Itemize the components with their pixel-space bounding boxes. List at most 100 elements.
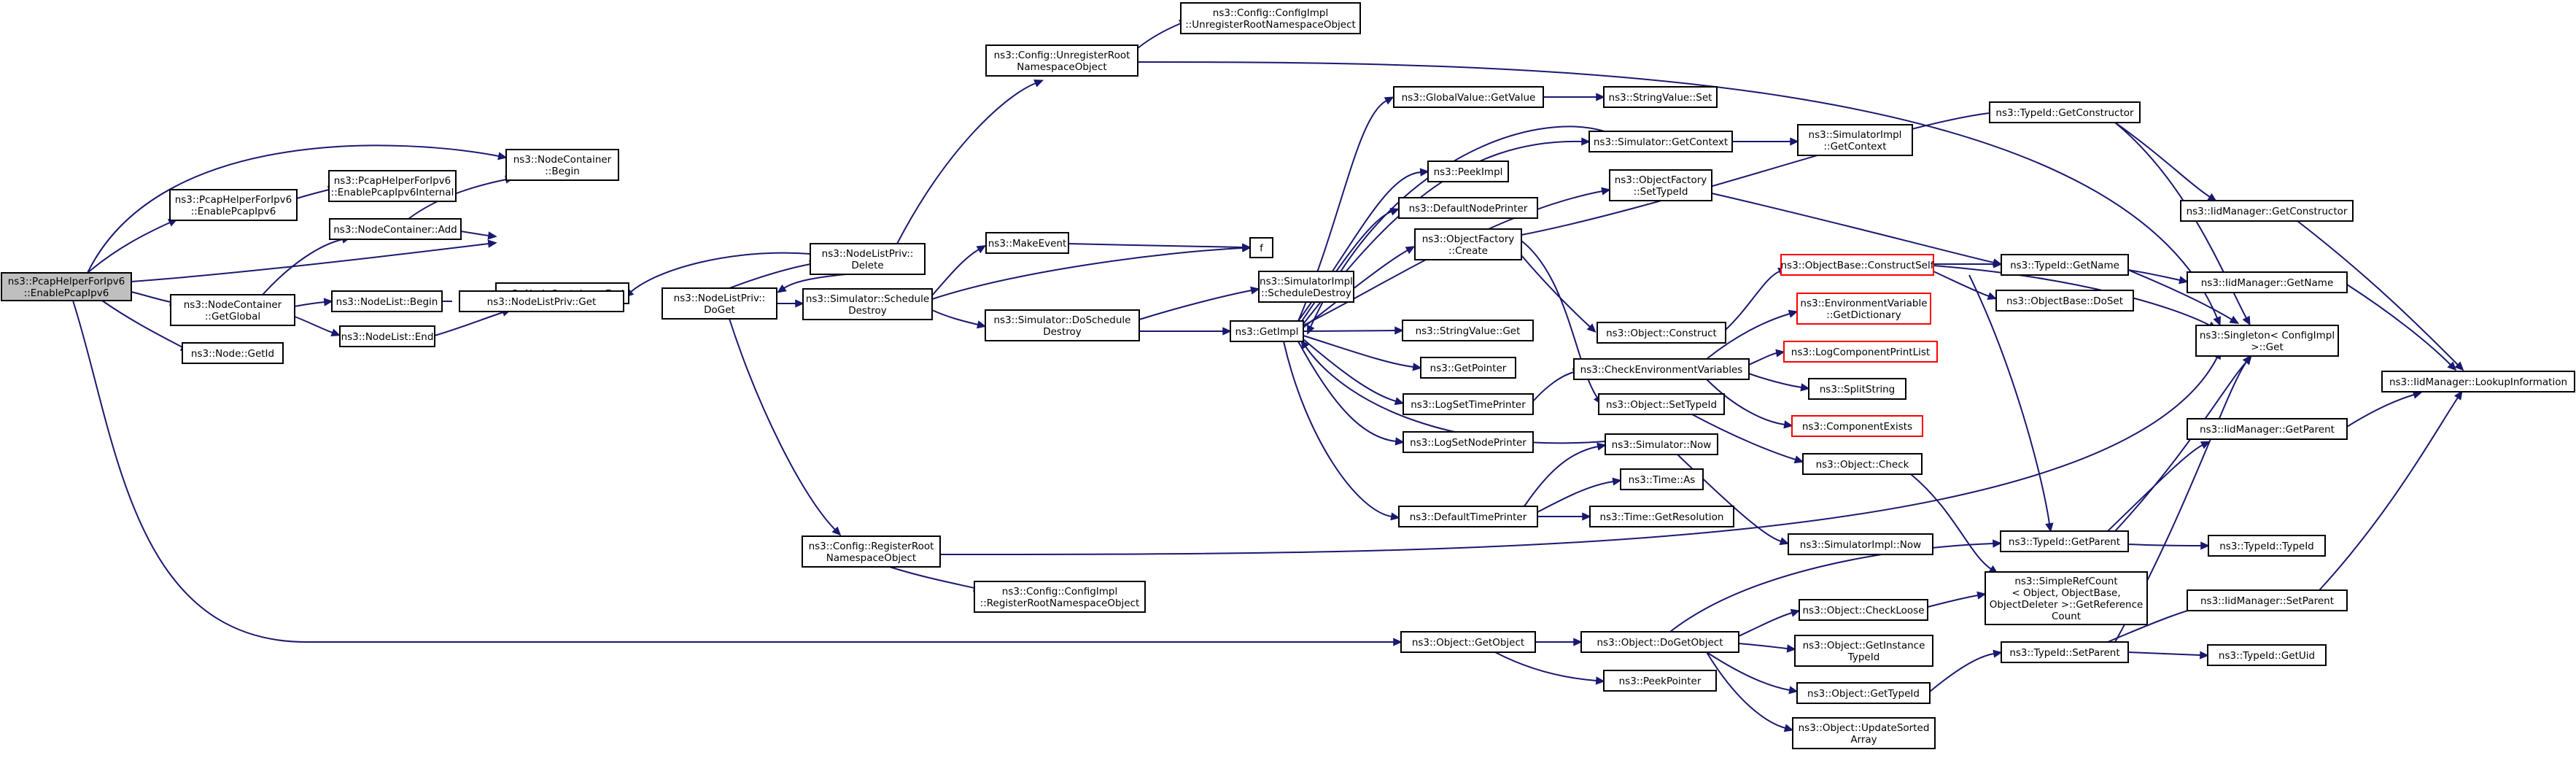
edge-simgetctx-to-getimpl xyxy=(1307,125,1605,335)
node-objcheckloose[interactable]: ns3::Object::CheckLoose xyxy=(1799,599,1928,621)
node-ofcreate[interactable]: ns3::ObjectFactory::Create xyxy=(1414,228,1522,260)
edge-typeidgetname-to-singletonget xyxy=(2127,269,2240,325)
node-simimplgetctx[interactable]: ns3::SimulatorImpl::GetContext xyxy=(1797,124,1913,156)
node-svget[interactable]: ns3::StringValue::Get xyxy=(1402,320,1534,341)
node-nlprivdelete[interactable]: ns3::NodeListPriv::Delete xyxy=(810,243,926,275)
edge-arrowhead xyxy=(1394,397,1405,406)
node-label: ns3::Object::Check xyxy=(1816,459,1909,471)
node-iidsetparent[interactable]: ns3::IidManager::SetParent xyxy=(2187,589,2348,611)
node-objbaseconstructself[interactable]: ns3::ObjectBase::ConstructSelf xyxy=(1780,254,1935,276)
node-label: ::Create xyxy=(1448,245,1488,257)
node-root[interactable]: ns3::PcapHelperForIpv6::EnablePcapIpv6 xyxy=(1,272,132,301)
node-label: ::UnregisterRootNamespaceObject xyxy=(1185,19,1356,31)
node-getpointer[interactable]: ns3::GetPointer xyxy=(1420,357,1516,379)
node-typeidgetparent[interactable]: ns3::TypeId::GetParent xyxy=(2000,530,2129,552)
node-typeidtypeid[interactable]: ns3::TypeId::TypeId xyxy=(2208,535,2326,557)
node-getimpl[interactable]: ns3::GetImpl xyxy=(1230,320,1304,342)
node-deftimeprinter[interactable]: ns3::DefaultTimePrinter xyxy=(1398,506,1538,527)
edge-line xyxy=(1706,651,1786,729)
node-box xyxy=(1589,506,1734,527)
edge-iidgetname-to-iidlookup xyxy=(2346,284,2457,371)
node-ncbegin[interactable]: ns3::NodeContainer::Begin xyxy=(505,149,619,181)
edge-line xyxy=(101,300,183,348)
node-simgetctx[interactable]: ns3::Simulator::GetContext xyxy=(1588,131,1733,152)
node-box xyxy=(2208,535,2326,557)
node-objcheck[interactable]: ns3::Object::Check xyxy=(1802,453,1923,475)
edge-line xyxy=(1669,543,1994,633)
node-objgetobject[interactable]: ns3::Object::GetObject xyxy=(1400,631,1536,653)
node-cfgunreg[interactable]: ns3::Config::ConfigImpl::UnregisterRootN… xyxy=(1180,2,1361,34)
edge-objbaseconstructself-to-typeidgetparent xyxy=(1968,274,2054,533)
node-simimplnow[interactable]: ns3::SimulatorImpl::Now xyxy=(1788,533,1933,555)
node-objsettypeid[interactable]: ns3::Object::SetTypeId xyxy=(1598,393,1725,415)
node-enableipv6[interactable]: ns3::PcapHelperForIpv6::EnablePcapIpv6 xyxy=(169,189,298,221)
node-simimplsched[interactable]: ns3::SimulatorImpl::ScheduleDestroy xyxy=(1258,271,1354,303)
node-f[interactable]: f xyxy=(1249,237,1273,258)
node-label: TypeId xyxy=(1847,651,1880,663)
node-objbasedoset[interactable]: ns3::ObjectBase::DoSet xyxy=(1995,290,2134,312)
node-logsettime[interactable]: ns3::LogSetTimePrinter xyxy=(1403,393,1534,415)
edge-line xyxy=(131,291,171,303)
node-label: ns3::PeekPointer xyxy=(1619,676,1702,687)
node-label: ns3::NodeList::Begin xyxy=(336,296,438,308)
node-simnow[interactable]: ns3::Simulator::Now xyxy=(1605,433,1718,455)
node-makeevent[interactable]: ns3::MakeEvent xyxy=(985,232,1069,254)
node-objdogetobject[interactable]: ns3::Object::DoGetObject xyxy=(1580,631,1739,653)
edge-nlprivdelete-to-unregroot xyxy=(896,79,1044,244)
node-label: ns3::IidManager::GetConstructor xyxy=(2187,206,2348,217)
edge-arrowhead xyxy=(976,244,987,254)
node-svset[interactable]: ns3::StringValue::Set xyxy=(1603,86,1718,108)
node-iidgetconstructor[interactable]: ns3::IidManager::GetConstructor xyxy=(2180,200,2354,222)
node-typeidsetparent[interactable]: ns3::TypeId::SetParent xyxy=(2001,641,2129,663)
node-nlend[interactable]: ns3::NodeList::End xyxy=(339,325,435,347)
node-regroot[interactable]: ns3::Config::RegisterRootNamespaceObject xyxy=(802,535,941,568)
node-peekimpl[interactable]: ns3::PeekImpl xyxy=(1427,161,1509,182)
node-singletonget[interactable]: ns3::Singleton< ConfigImpl >::Get xyxy=(2195,325,2339,357)
node-ncadd[interactable]: ns3::NodeContainer::Add xyxy=(329,218,462,240)
node-logsetnode[interactable]: ns3::LogSetNodePrinter xyxy=(1403,431,1534,453)
node-objconstruct[interactable]: ns3::Object::Construct xyxy=(1597,322,1726,344)
node-enableinternal[interactable]: ns3::PcapHelperForIpv6::EnablePcapIpv6In… xyxy=(328,170,457,202)
node-box xyxy=(459,290,624,312)
node-ncglobal[interactable]: ns3::NodeContainer::GetGlobal xyxy=(170,294,295,326)
node-unregroot[interactable]: ns3::Config::UnregisterRootNamespaceObje… xyxy=(985,45,1138,77)
node-defnodeprinter[interactable]: ns3::DefaultNodePrinter xyxy=(1398,197,1538,219)
node-iidlookup[interactable]: ns3::IidManager::LookupInformation xyxy=(2381,371,2575,392)
edge-line xyxy=(1068,243,1244,248)
node-timeas[interactable]: ns3::Time::As xyxy=(1620,468,1704,490)
node-iidgetparent[interactable]: ns3::IidManager::GetParent xyxy=(2187,418,2348,440)
edge-objdogetobject-to-objupdatesorted xyxy=(1706,651,1794,732)
node-typeidgetconstructor[interactable]: ns3::TypeId::GetConstructor xyxy=(1989,101,2141,123)
node-peekpointer[interactable]: ns3::PeekPointer xyxy=(1603,670,1717,692)
node-box xyxy=(1230,320,1304,342)
edge-makeevent-to-f xyxy=(1068,243,1252,252)
node-nlprivget[interactable]: ns3::NodeListPriv::Get xyxy=(459,290,624,312)
node-envgetdict[interactable]: ns3::EnvironmentVariable::GetDictionary xyxy=(1796,293,1931,325)
edge-arrowhead xyxy=(1992,539,2002,548)
node-iidgetname[interactable]: ns3::IidManager::GetName xyxy=(2187,271,2348,293)
node-typeidgetname[interactable]: ns3::TypeId::GetName xyxy=(2001,254,2129,276)
node-typeidgetuid[interactable]: ns3::TypeId::GetUid xyxy=(2207,644,2327,666)
node-checkenv[interactable]: ns3::CheckEnvironmentVariables xyxy=(1573,358,1750,380)
node-ofsettypeid[interactable]: ns3::ObjectFactory::SetTypeId xyxy=(1609,169,1712,201)
node-gvgetvalue[interactable]: ns3::GlobalValue::GetValue xyxy=(1393,86,1544,108)
node-simschedule[interactable]: ns3::Simulator::ScheduleDestroy xyxy=(802,288,933,320)
node-cfgreg[interactable]: ns3::Config::ConfigImpl::RegisterRootNam… xyxy=(974,581,1146,613)
node-label: < Object, ObjectBase, xyxy=(2011,587,2120,599)
node-splitstring[interactable]: ns3::SplitString xyxy=(1808,378,1906,400)
node-nodegetid[interactable]: ns3::Node::GetId xyxy=(182,342,284,364)
edge-arrowhead xyxy=(487,239,497,248)
node-compexists[interactable]: ns3::ComponentExists xyxy=(1791,415,1923,437)
node-nlprivdoget[interactable]: ns3::NodeListPriv::DoGet xyxy=(662,287,777,320)
edge-line xyxy=(1138,290,1252,320)
edge-line xyxy=(1738,612,1793,637)
node-timegetres[interactable]: ns3::Time::GetResolution xyxy=(1589,506,1734,527)
edge-checkenv-to-compexists xyxy=(1706,379,1793,429)
node-logcomplist[interactable]: ns3::LogComponentPrintList xyxy=(1783,341,1938,363)
node-nlbegin[interactable]: ns3::NodeList::Begin xyxy=(331,290,443,312)
node-simplerefcount[interactable]: ns3::SimpleRefCount< Object, ObjectBase,… xyxy=(1985,571,2148,625)
node-objgettypeid[interactable]: ns3::Object::GetTypeId xyxy=(1796,682,1931,704)
